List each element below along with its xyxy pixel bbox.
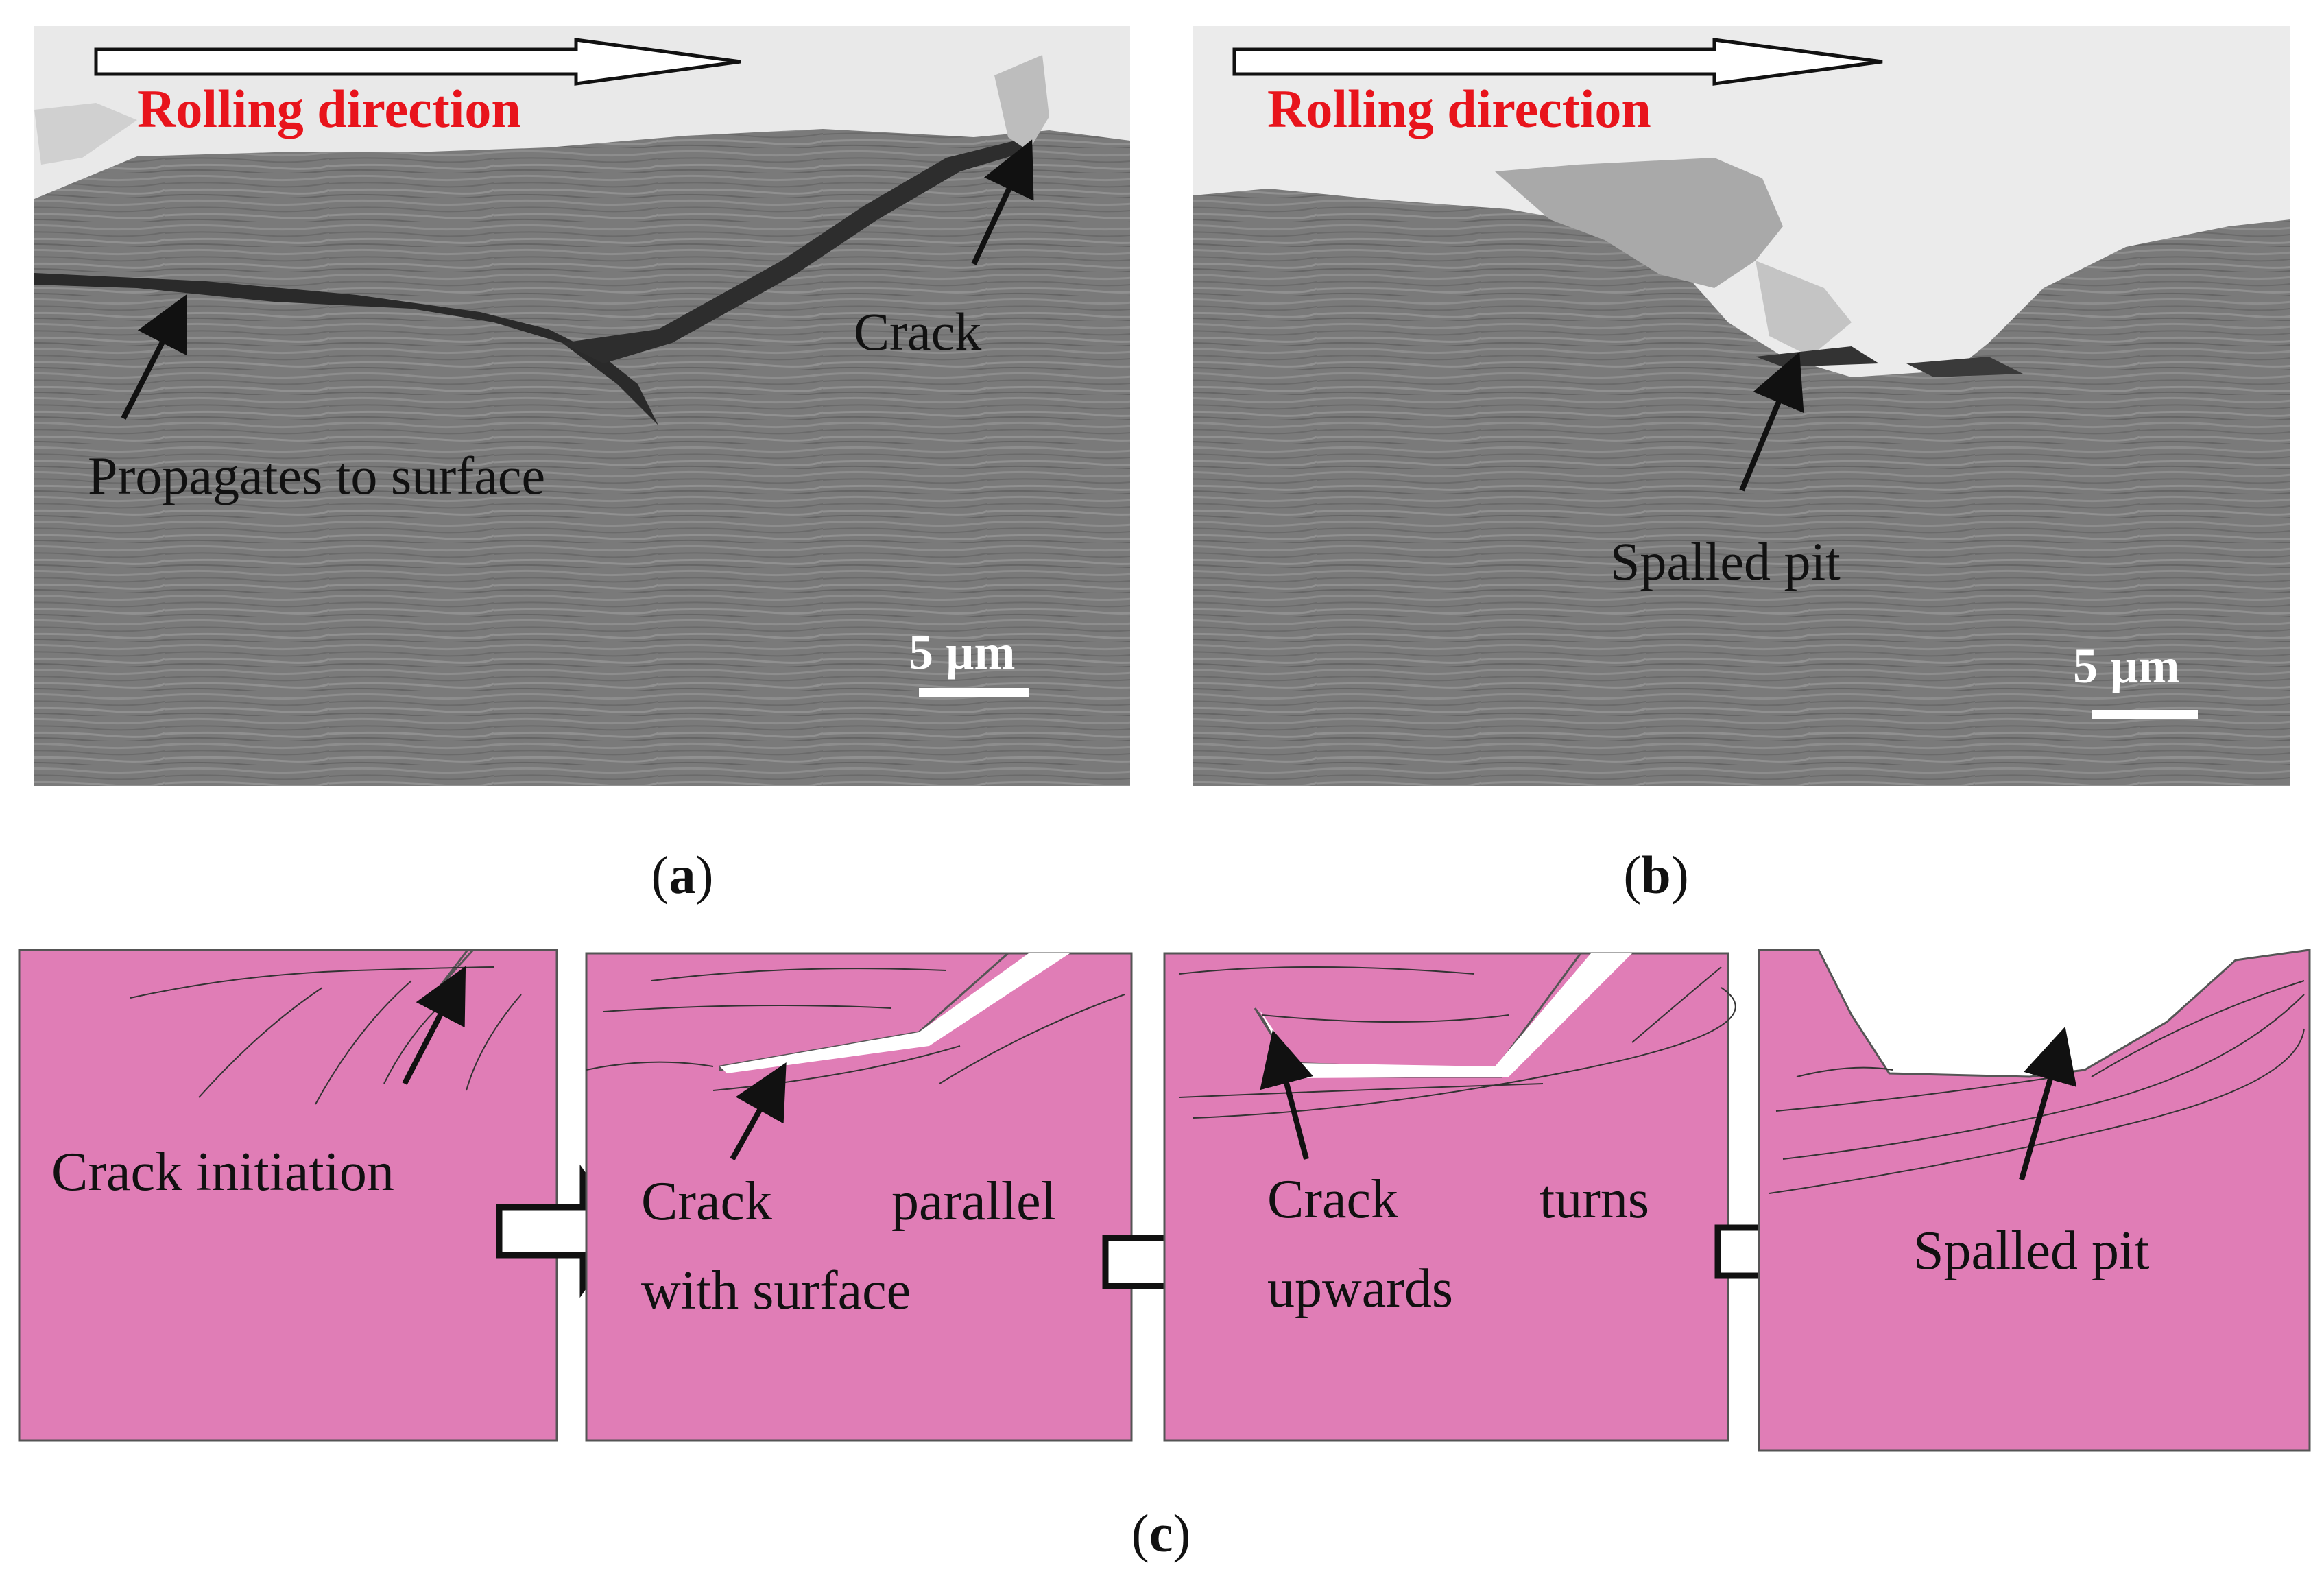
stage-1-pointer-arrow bbox=[402, 966, 466, 1085]
stage-4-label: Spalled pit bbox=[1913, 1221, 2149, 1281]
stage-2-crack-parallel: Crack parallel with surface bbox=[585, 952, 1133, 1442]
stage-2-crack-gap bbox=[720, 953, 1070, 1073]
panel-a-crack-arrow bbox=[971, 139, 1034, 265]
stage-1-striations bbox=[130, 966, 522, 1105]
panel-b-pit-label: Spalled pit bbox=[1610, 532, 1841, 591]
stage-3-striations bbox=[1179, 966, 1736, 1119]
panel-b-scale-label: 5 µm bbox=[2073, 639, 2179, 693]
panel-a-crack-label: Crack bbox=[854, 302, 981, 361]
panel-b-rolling-arrow bbox=[1232, 38, 1883, 86]
panel-a-propagate-label: Propagates to surface bbox=[88, 446, 545, 505]
stage-1-label: Crack initiation bbox=[51, 1142, 394, 1202]
panel-b-pit-crack-2 bbox=[1906, 357, 2023, 377]
panel-a-crack-path bbox=[34, 273, 658, 425]
stage-1-crack-initiation: Crack initiation bbox=[18, 949, 558, 1442]
panel-a-propagate-arrow bbox=[121, 294, 187, 420]
stage-3-pointer-arrow bbox=[1260, 1029, 1313, 1160]
stage-3-crack-turns: Crack turns upwards bbox=[1163, 952, 1736, 1442]
caption-b: (b) bbox=[1623, 845, 1688, 905]
panel-b-pit-debris bbox=[1495, 158, 1783, 288]
panel-b: Rolling direction Spalled pit 5 µm bbox=[1193, 26, 2290, 786]
stage-4-pointer-arrow bbox=[2019, 1026, 2077, 1181]
panel-a-scale-label: 5 µm bbox=[909, 625, 1015, 680]
stage-4-block bbox=[1758, 949, 2311, 1452]
panel-a-debris bbox=[34, 103, 137, 165]
panel-a-crack-tip bbox=[994, 55, 1049, 151]
panel-b-pit-debris-2 bbox=[1756, 261, 1852, 357]
panel-b-rolling-label: Rolling direction bbox=[1267, 79, 1651, 139]
panel-b-scale-bar bbox=[2092, 710, 2198, 719]
stage-4-striations bbox=[1769, 980, 2305, 1194]
stage-3-label-3: upwards bbox=[1267, 1259, 1453, 1319]
panel-a: Rolling direction Crack Propagates to su… bbox=[34, 26, 1130, 786]
stage-2-pointer-arrow bbox=[730, 1062, 787, 1160]
panel-a-crack-upper bbox=[562, 141, 1029, 363]
panel-b-pit-arrow bbox=[1739, 351, 1804, 492]
stage-1-block bbox=[18, 949, 558, 1442]
stage-3-label-2: turns bbox=[1540, 1169, 1649, 1230]
stage-2-label-2: parallel bbox=[891, 1171, 1056, 1232]
panel-a-rolling-arrow bbox=[94, 38, 741, 86]
stage-3-label-1: Crack bbox=[1267, 1169, 1398, 1230]
stage-4-spalled-pit: Spalled pit bbox=[1758, 949, 2311, 1452]
panel-a-rolling-label: Rolling direction bbox=[137, 79, 521, 139]
stage-2-label-3: with surface bbox=[641, 1261, 911, 1321]
stage-2-label-1: Crack bbox=[641, 1171, 772, 1232]
caption-c: (c) bbox=[1131, 1503, 1191, 1563]
caption-a: (a) bbox=[651, 845, 714, 905]
panel-c: Crack initiation Crack parallel with sur… bbox=[18, 949, 2311, 1452]
panel-a-scale-bar bbox=[919, 688, 1029, 697]
